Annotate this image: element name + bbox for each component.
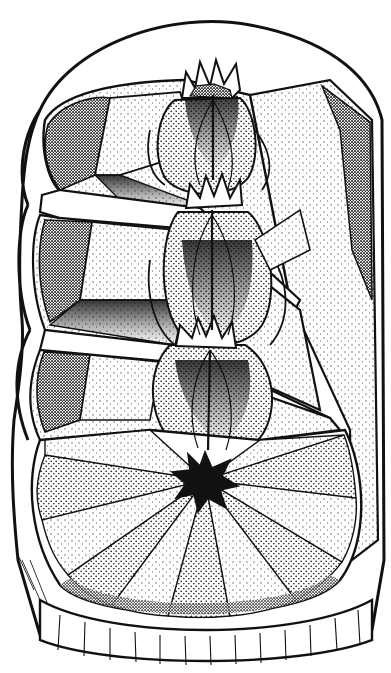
basal-disc: [32, 430, 361, 618]
